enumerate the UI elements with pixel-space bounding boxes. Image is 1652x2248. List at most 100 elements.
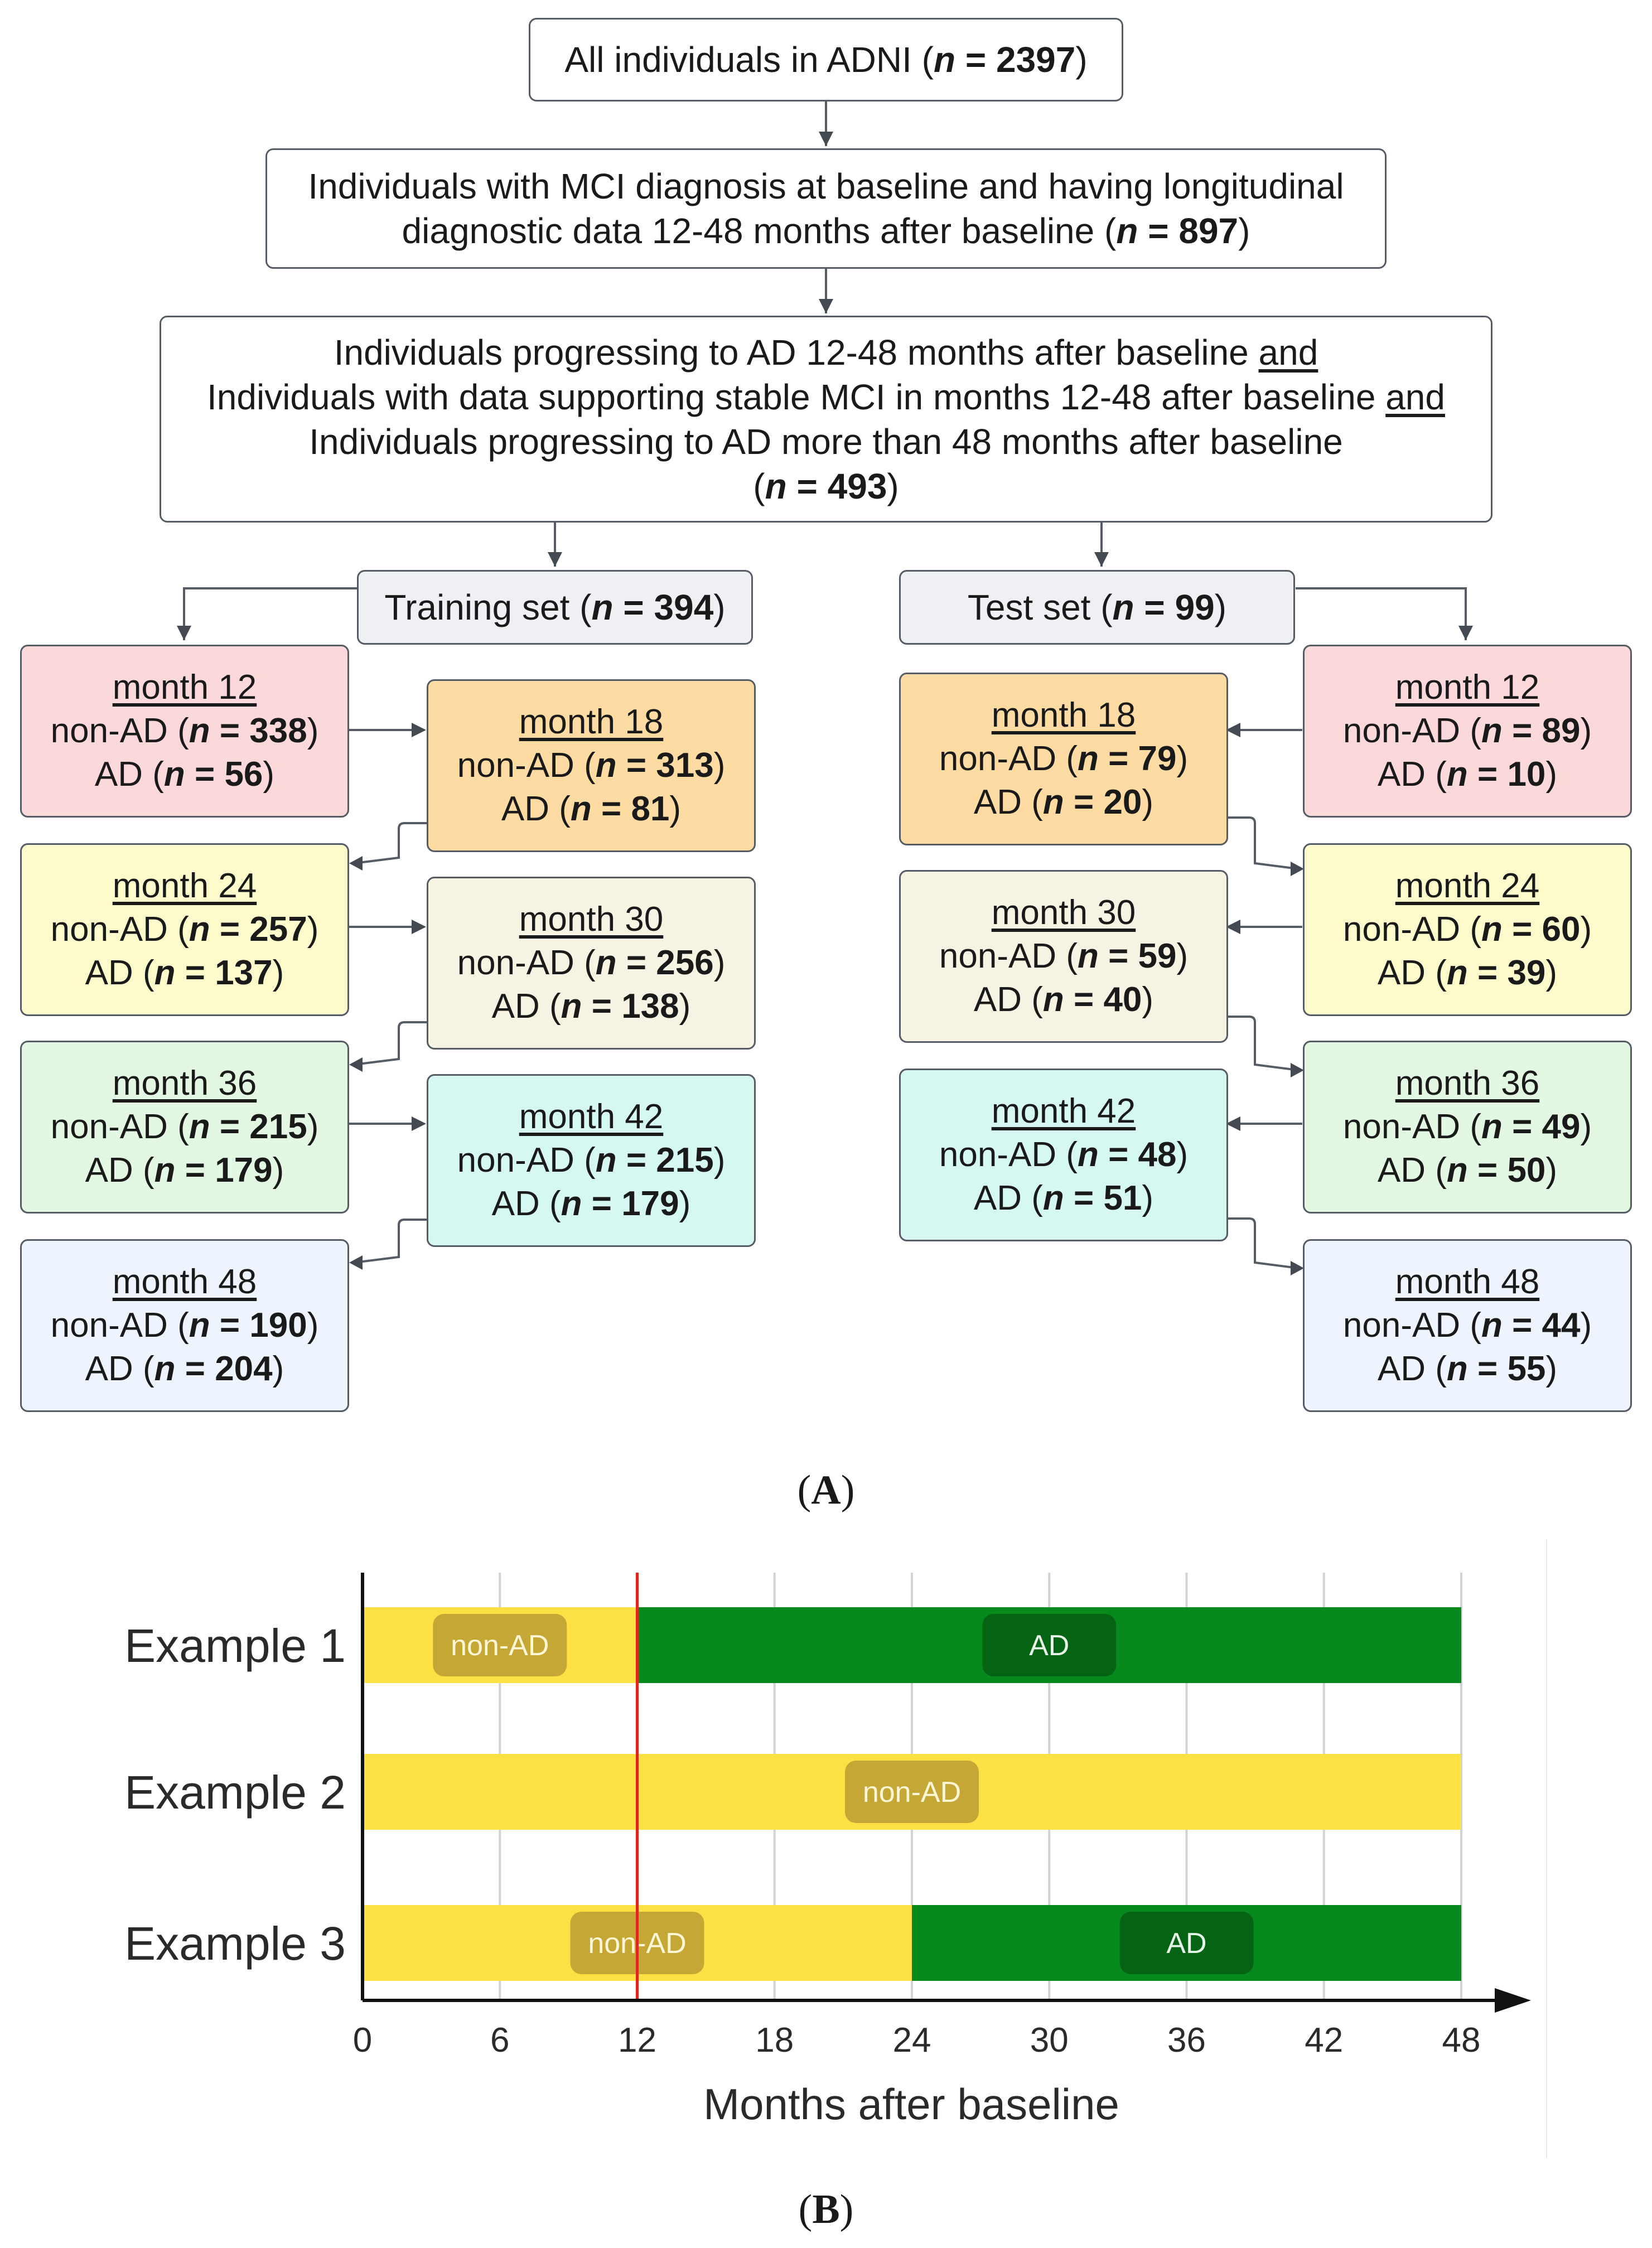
ad-prefix: AD ( — [973, 1179, 1043, 1217]
training-label-text: Training set ( — [384, 587, 592, 627]
ad-count: = 20 — [1064, 783, 1142, 821]
nonad-line: non-AD (n = 215) — [51, 1105, 319, 1149]
ad-close: ) — [1545, 1350, 1558, 1388]
nonad-close: ) — [713, 746, 726, 785]
nonad-prefix: non-AD ( — [1342, 910, 1481, 949]
nonad-count: = 190 — [210, 1306, 307, 1345]
nonad-n: n — [189, 1108, 210, 1146]
ad-line: AD (n = 179) — [85, 1149, 284, 1192]
cohort-line2-text: Individuals with data supporting stable … — [207, 376, 1386, 417]
nonad-n: n — [189, 910, 210, 949]
ad-line: AD (n = 51) — [974, 1177, 1153, 1220]
month-title: month 18 — [519, 703, 664, 741]
cohort-box: Individuals progressing to AD 12-48 mont… — [160, 316, 1492, 523]
root-box: All individuals in ADNI (n = 2397) — [529, 18, 1123, 101]
nonad-prefix: non-AD ( — [457, 1141, 596, 1179]
panel-label-b: (B) — [714, 2186, 938, 2234]
nonad-prefix: non-AD ( — [939, 739, 1078, 778]
state-pill — [1119, 1912, 1254, 1974]
nonad-close: ) — [307, 910, 319, 949]
nonad-prefix: non-AD ( — [939, 937, 1078, 975]
state-pill-label: AD — [1029, 1630, 1069, 1662]
ad-count: = 204 — [175, 1350, 273, 1388]
mci-suffix: ) — [1238, 211, 1250, 251]
row-label: Example 2 — [124, 1766, 346, 1819]
nonad-count: = 48 — [1098, 1135, 1177, 1174]
row-label: Example 3 — [124, 1917, 346, 1970]
mci-line2-prefix: diagnostic data 12-48 months after basel… — [402, 211, 1117, 251]
month-title: month 30 — [991, 893, 1136, 932]
mci-line1: Individuals with MCI diagnosis at baseli… — [308, 166, 1344, 206]
ad-prefix: AD ( — [491, 987, 561, 1026]
row-label: Example 1 — [124, 1619, 346, 1672]
mci-count: = 897 — [1138, 211, 1239, 251]
ad-count: = 40 — [1064, 980, 1142, 1019]
ad-line: AD (n = 137) — [85, 951, 284, 995]
nonad-line: non-AD (n = 49) — [1343, 1105, 1592, 1149]
ad-close: ) — [1545, 755, 1558, 794]
nonad-count: = 256 — [616, 944, 714, 982]
ad-n: n — [154, 1151, 176, 1190]
ad-close: ) — [1142, 1179, 1154, 1217]
ad-count: = 179 — [175, 1151, 273, 1190]
ad-n: n — [1446, 755, 1468, 794]
state-pill-label: non-AD — [451, 1630, 549, 1662]
x-axis-arrowhead — [1495, 1988, 1531, 2013]
training-n: n — [591, 587, 614, 627]
nonad-n: n — [595, 944, 617, 982]
cohort-line3: Individuals progressing to AD more than … — [309, 421, 1343, 462]
month-title: month 36 — [1395, 1064, 1540, 1103]
nonad-line: non-AD (n = 44) — [1343, 1304, 1592, 1347]
x-axis-label: Months after baseline — [703, 2080, 1119, 2129]
nonad-n: n — [595, 1141, 617, 1179]
ad-line: AD (n = 39) — [1378, 951, 1557, 995]
timeline-row-labels: Example 1 Example 2 Example 3 — [124, 1619, 346, 1970]
nonad-line: non-AD (n = 257) — [51, 908, 319, 951]
ad-n: n — [1446, 1151, 1468, 1190]
nonad-n: n — [189, 1306, 210, 1345]
ad-count: = 39 — [1467, 954, 1546, 992]
ad-line: AD (n = 179) — [492, 1182, 691, 1226]
ad-n: n — [1042, 783, 1064, 821]
nonad-close: ) — [307, 1306, 319, 1345]
ad-n: n — [1042, 1179, 1064, 1217]
ad-close: ) — [272, 1350, 284, 1388]
nonad-line: non-AD (n = 89) — [1343, 709, 1592, 753]
ad-prefix: AD ( — [85, 1151, 154, 1190]
tick-label: 48 — [1442, 2021, 1481, 2060]
ad-n: n — [1446, 954, 1468, 992]
nonad-count: = 59 — [1098, 937, 1177, 975]
nonad-count: = 215 — [210, 1108, 307, 1146]
ad-prefix: AD ( — [1377, 954, 1447, 992]
ad-prefix: AD ( — [491, 1185, 561, 1223]
nonad-close: ) — [713, 944, 726, 982]
arrow-test-m18-m24 — [1227, 816, 1299, 870]
test-n: n — [1112, 587, 1134, 627]
panel-a-letter: A — [811, 1467, 841, 1513]
ad-prefix: AD ( — [1377, 755, 1447, 794]
nonad-close: ) — [1580, 712, 1592, 750]
nonad-prefix: non-AD ( — [1342, 1108, 1481, 1146]
ad-count: = 81 — [591, 790, 670, 828]
nonad-line: non-AD (n = 79) — [939, 737, 1188, 781]
ad-prefix: AD ( — [85, 954, 154, 992]
tick-label: 42 — [1305, 2021, 1343, 2060]
timeline-axes — [361, 1573, 1531, 2013]
nonad-count: = 49 — [1502, 1108, 1581, 1146]
month-title: month 12 — [1395, 668, 1540, 707]
nonad-count: = 60 — [1502, 910, 1581, 949]
ad-count: = 138 — [582, 987, 679, 1026]
nonad-prefix: non-AD ( — [457, 746, 596, 785]
tick-label: 12 — [618, 2021, 656, 2060]
cohort-and-1: and — [1258, 332, 1318, 373]
